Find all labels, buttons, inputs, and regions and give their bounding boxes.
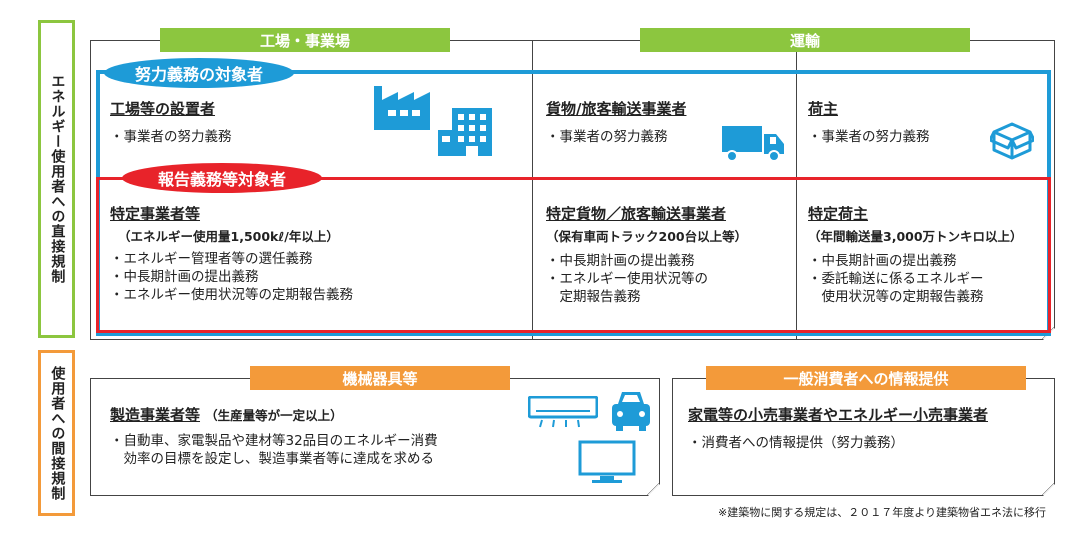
machines-list: ・自動車、家電製品や建材等32品目のエネルギー消費 効率の目標を設定し、製造事業…	[110, 432, 438, 468]
shipper-specific-heading: 特定荷主	[808, 205, 869, 223]
column-divider-2	[796, 40, 797, 340]
list-item: 定期報告義務	[546, 289, 641, 306]
shipper-item: ・事業者の努力義務	[808, 129, 930, 145]
machines-heading: 製造事業者等	[110, 406, 201, 424]
carrier-heading: 貨物/旅客輸送事業者	[546, 100, 687, 118]
consumers-item: ・消費者への情報提供（努力義務）	[688, 435, 904, 451]
machines-heading-row: 製造事業者等 （生産量等が一定以上）	[110, 404, 343, 425]
factory-icon	[374, 86, 430, 130]
tab-transport: 運輸	[640, 28, 970, 52]
factory-specific-heading: 特定事業者等	[110, 205, 201, 223]
tab-machines: 機械器具等	[250, 366, 510, 390]
list-item: 使用状況等の定期報告義務	[808, 289, 984, 306]
car-icon	[612, 392, 650, 431]
factory-specific-list: ・エネルギー管理者等の選任義務 ・中長期計画の提出義務 ・エネルギー使用状況等の…	[110, 250, 353, 305]
monitor-icon	[578, 440, 636, 483]
machines-heading-note: （生産量等が一定以上）	[205, 408, 343, 423]
column-divider-1	[532, 40, 533, 340]
shipper-heading: 荷主	[808, 100, 839, 118]
list-item: ・中長期計画の提出義務	[546, 253, 695, 269]
carrier-specific-sub: （保有車両トラック200台以上等）	[546, 229, 748, 244]
list-item: ・自動車、家電製品や建材等32品目のエネルギー消費	[110, 433, 438, 449]
shipper-specific-list: ・中長期計画の提出義務 ・委託輸送に係るエネルギー 使用状況等の定期報告義務	[808, 252, 984, 307]
effort-obligation-label: 努力義務の対象者	[104, 58, 294, 88]
report-obligation-box	[96, 177, 1051, 333]
list-item: ・エネルギー使用状況等の定期報告義務	[110, 287, 353, 304]
truck-icon	[722, 126, 784, 162]
air-conditioner-icon	[528, 396, 598, 428]
carrier-specific-list: ・中長期計画の提出義務 ・エネルギー使用状況等の 定期報告義務	[546, 252, 708, 307]
box-icon	[990, 122, 1034, 160]
consumers-heading: 家電等の小売事業者やエネルギー小売事業者	[688, 406, 989, 424]
building-icon	[438, 108, 492, 156]
consumers-frame	[672, 378, 1055, 496]
list-item: ・中長期計画の提出義務	[808, 253, 957, 269]
direct-regulation-label: エネルギー使用者への直接規制	[38, 20, 75, 338]
list-item: ・エネルギー管理者等の選任義務	[110, 251, 313, 267]
shipper-specific-sub: （年間輸送量3,000万トンキロ以上）	[808, 229, 1023, 244]
carrier-item: ・事業者の努力義務	[546, 129, 668, 145]
tab-consumers: 一般消費者への情報提供	[706, 366, 1026, 390]
footnote: ※建築物に関する規定は、２０１７年度より建築物省エネ法に移行	[718, 506, 1046, 519]
list-item: ・委託輸送に係るエネルギー	[808, 271, 984, 288]
report-obligation-label: 報告義務等対象者	[122, 163, 322, 193]
list-item: ・中長期計画の提出義務	[110, 269, 259, 286]
indirect-regulation-label: 使用者への間接規制	[38, 350, 75, 516]
factory-item: ・事業者の努力義務	[110, 129, 232, 145]
tab-factory: 工場・事業場	[160, 28, 450, 52]
factory-specific-sub: （エネルギー使用量1,500kℓ/年以上）	[118, 229, 339, 244]
carrier-specific-heading: 特定貨物／旅客輸送事業者	[546, 205, 727, 223]
factory-heading: 工場等の設置者	[110, 100, 216, 118]
list-item: ・エネルギー使用状況等の	[546, 271, 708, 288]
list-item: 効率の目標を設定し、製造事業者等に達成を求める	[110, 451, 434, 468]
